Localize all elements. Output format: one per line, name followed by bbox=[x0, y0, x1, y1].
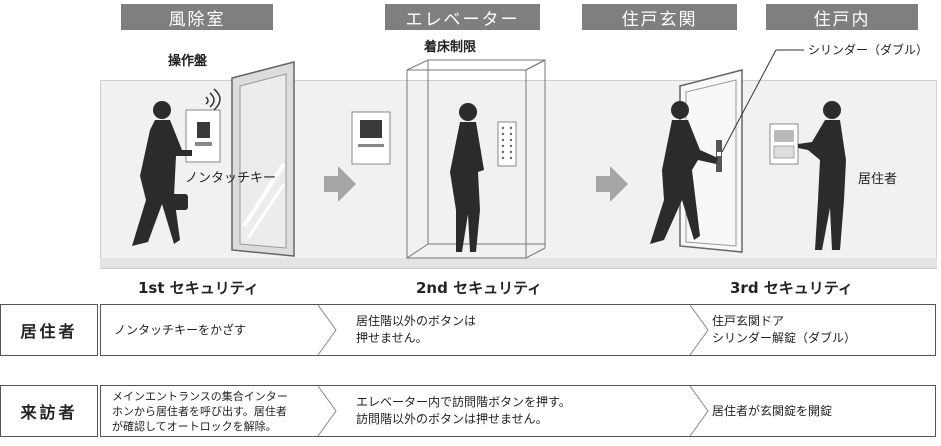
label-nontouch-key: ノンタッチキー bbox=[185, 171, 277, 186]
header-unit-interior: 住戸内 bbox=[766, 4, 918, 30]
woman-silhouette-2 bbox=[450, 103, 484, 252]
row-visitor-cell-2-line-2: 訪問階以外のボタンは押せません。 bbox=[356, 412, 548, 426]
label-resident-figure: 居住者 bbox=[858, 172, 898, 187]
cylinder-leader-line bbox=[721, 49, 804, 153]
woman-silhouette-4 bbox=[798, 101, 846, 250]
table-row-resident: 居住者 ノンタッチキーをかざす 居住階以外のボタンは 押せません。 住戸玄関ドア… bbox=[0, 304, 941, 356]
row-resident-cell-3-line-2: シリンダー解錠（ダブル） bbox=[712, 331, 857, 345]
woman-silhouette-1 bbox=[132, 101, 192, 246]
elevator-button-panel bbox=[497, 121, 517, 167]
security-level-3: 3rd セキュリティ bbox=[730, 279, 853, 297]
row-body-resident: ノンタッチキーをかざす 居住階以外のボタンは 押せません。 住戸玄関ドア シリン… bbox=[100, 304, 936, 356]
row-visitor-cell-1-line-1: メインエントランスの集合インター bbox=[112, 389, 288, 403]
header-elevator: エレベーター bbox=[385, 4, 540, 30]
row-resident-cell-1-line-1: ノンタッチキーをかざす bbox=[114, 322, 247, 337]
elevator-hall-panel bbox=[351, 111, 391, 165]
row-resident-cell-2-line-2: 押せません。 bbox=[356, 331, 428, 345]
woman-silhouette-3 bbox=[650, 101, 718, 244]
row-visitor-cell-3: 居住者が玄関錠を開錠 bbox=[712, 385, 932, 437]
row-visitor-cell-1: メインエントランスの集合インター ホンから居住者を呼び出す。居住者 が確認してオ… bbox=[112, 385, 317, 437]
wireless-signal-icon bbox=[205, 88, 221, 111]
flow-arrow-icon bbox=[596, 166, 628, 202]
row-frame-visitor bbox=[100, 385, 936, 437]
security-level-1: 1st セキュリティ bbox=[138, 279, 259, 297]
row-frame-resident bbox=[100, 304, 936, 356]
header-unit-entrance: 住戸玄関 bbox=[582, 4, 737, 30]
row-visitor-cell-2-line-1: エレベーター内で訪問階ボタンを押す。 bbox=[356, 395, 571, 409]
row-resident-cell-2: 居住階以外のボタンは 押せません。 bbox=[356, 304, 686, 356]
header-vestibule: 風除室 bbox=[121, 4, 273, 30]
label-cylinder: シリンダー（ダブル） bbox=[808, 43, 929, 57]
row-resident-cell-3-line-1: 住戸玄関ドア bbox=[712, 314, 785, 328]
scene-floor bbox=[100, 258, 937, 269]
label-control-panel: 操作盤 bbox=[168, 54, 208, 69]
security-level-2: 2nd セキュリティ bbox=[416, 279, 543, 297]
row-header-resident: 居住者 bbox=[0, 304, 98, 356]
row-header-visitor: 来訪者 bbox=[0, 385, 98, 437]
interior-intercom-panel bbox=[769, 123, 799, 165]
row-resident-cell-2-line-1: 居住階以外のボタンは bbox=[356, 314, 477, 328]
row-body-visitor: メインエントランスの集合インター ホンから居住者を呼び出す。居住者 が確認してオ… bbox=[100, 385, 936, 437]
row-visitor-cell-1-line-2: ホンから居住者を呼び出す。居住者 bbox=[112, 404, 287, 418]
row-visitor-cell-3-line-1: 居住者が玄関錠を開錠 bbox=[712, 403, 833, 418]
row-visitor-cell-2: エレベーター内で訪問階ボタンを押す。 訪問階以外のボタンは押せません。 bbox=[356, 385, 686, 437]
row-resident-cell-1: ノンタッチキーをかざす bbox=[114, 304, 314, 356]
elevator-cabin bbox=[406, 59, 546, 259]
table-row-visitor: 来訪者 メインエントランスの集合インター ホンから居住者を呼び出す。居住者 が確… bbox=[0, 385, 941, 437]
row-resident-cell-3: 住戸玄関ドア シリンダー解錠（ダブル） bbox=[712, 304, 932, 356]
label-floor-limit: 着床制限 bbox=[424, 40, 477, 55]
glass-door bbox=[231, 61, 295, 257]
flow-arrow-icon bbox=[324, 166, 356, 202]
row-visitor-cell-1-line-3: が確認してオートロックを解除。 bbox=[112, 419, 277, 433]
